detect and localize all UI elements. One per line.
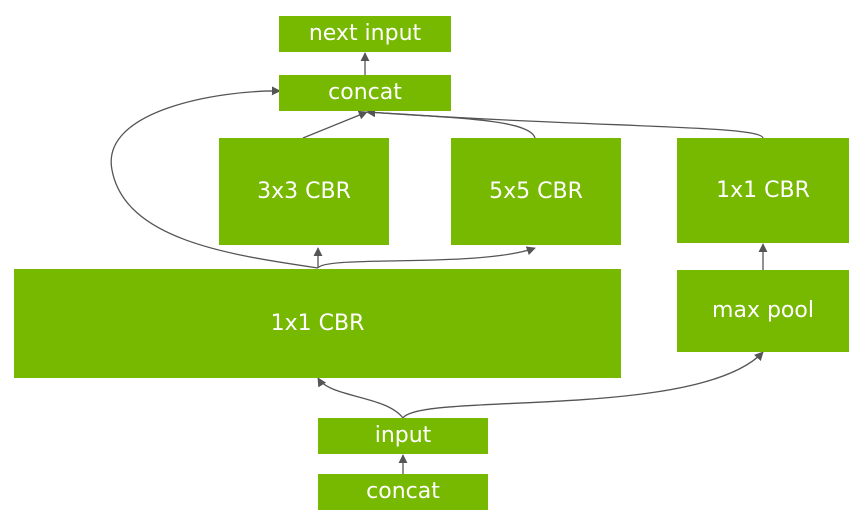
max-pool-label: max pool [712,298,814,323]
conv-5x5-node: 5x5 CBR [451,138,621,245]
edge-input-to-maxpool [402,351,764,419]
concat-top-label: concat [328,80,402,105]
edge-right-1x1-to-concat [366,108,764,139]
conv-1x1-wide-node: 1x1 CBR [14,269,621,378]
next-input-node: next input [279,16,451,52]
concat-bottom-node: concat [318,474,488,510]
max-pool-node: max pool [677,270,849,352]
conv-5x5-label: 5x5 CBR [489,178,583,204]
input-label: input [374,423,432,448]
conv-3x3-label: 3x3 CBR [257,178,351,204]
edge-3x3-to-concat [302,110,368,139]
edge-input-to-wide-1x1 [317,377,404,419]
edge-wide-1x1-to-concat [110,86,319,269]
conv-1x1-wide-label: 1x1 CBR [270,310,365,336]
edge-wide-1x1-to-5x5 [317,246,536,269]
conv-3x3-node: 3x3 CBR [219,138,389,245]
edge-5x5-to-concat [366,107,536,139]
conv-1x1-right-label: 1x1 CBR [716,177,810,203]
concat-top-node: concat [279,75,451,111]
next-input-label: next input [308,21,422,46]
input-node: input [318,418,488,454]
concat-bottom-label: concat [366,479,440,504]
conv-1x1-right-node: 1x1 CBR [677,138,849,243]
